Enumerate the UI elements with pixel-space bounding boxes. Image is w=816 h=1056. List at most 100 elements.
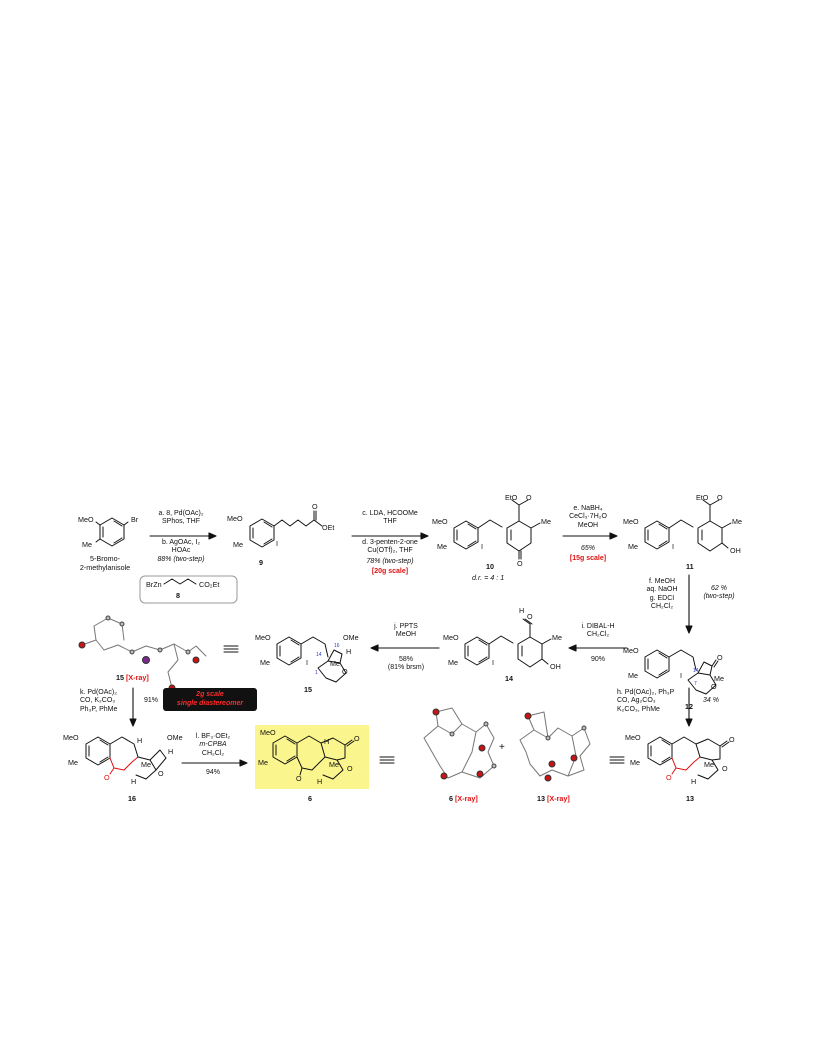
conditions-fg-line3: g. EDCI	[649, 594, 675, 602]
atom-label-o-10a: O	[526, 493, 532, 502]
conditions-fg-line4: CH₂Cl₂	[650, 603, 674, 611]
atom-label-o-6a: O	[296, 774, 302, 783]
atom-label-me-10a: Me	[541, 517, 551, 526]
atom-label-o-13c: O	[722, 764, 728, 773]
atom-label-me-15b: Me	[330, 659, 340, 668]
conditions-k-line1: k. Pd(OAc)₂	[80, 689, 117, 696]
atom-label-o-16b: O	[158, 769, 164, 778]
atom-label-me-11b: Me	[628, 542, 638, 551]
equivalence-lines	[223, 645, 625, 764]
atom-label-i-15: I	[306, 658, 308, 667]
xray-13-number: 13	[537, 794, 545, 803]
conditions-l-line2: m-CPBA	[199, 741, 227, 749]
conditions-l-yield: 94%	[205, 769, 220, 776]
atom-label-co2et: CO₂Et	[199, 580, 220, 589]
conditions-cd: c. LDA, HCOOMe THF	[347, 510, 433, 527]
xray-13-tag: [X-ray]	[547, 794, 570, 803]
atom-number-7-on-12: 7	[694, 681, 697, 687]
atom-label-me-12a: Me	[628, 671, 638, 680]
conditions-fg-yield2: (two-step)	[703, 593, 735, 601]
atom-label-o-15: O	[342, 667, 348, 676]
compound-label-16: 16	[128, 794, 136, 803]
conditions-ab-lower: b. AgOAc, I₂ HOAc 88% (two-step)	[140, 539, 222, 564]
atom-label-o-6c: O	[347, 764, 353, 773]
conditions-cd-line1: c. LDA, HCOOMe	[362, 510, 418, 517]
compound-10-dr: d.r. = 4 : 1	[472, 573, 505, 582]
conditions-e-scale: [15g scale]	[569, 555, 607, 563]
atom-label-me-15a: Me	[260, 658, 270, 667]
compound-label-8: 8	[176, 591, 180, 600]
atom-number-14-on-12: 14	[693, 668, 699, 674]
conditions-ab-line4: HOAc	[171, 547, 191, 555]
conditions-fg-yield-block: 62 % (two-step)	[694, 585, 744, 602]
conditions-ab-line1: a. 8, Pd(OAc)₂	[158, 510, 204, 517]
conditions-j-line2: MeOH	[395, 631, 417, 639]
conditions-fg-line1: f. MeOH	[648, 578, 676, 585]
conditions-h-line3: K₂CO₃, PhMe	[617, 705, 660, 713]
atom-number-1-on-15: 1	[315, 670, 318, 676]
structure-9	[249, 510, 323, 548]
atom-label-o-14: O	[527, 612, 533, 621]
conditions-i-line2: CH₂Cl₂	[586, 631, 610, 639]
compound-label-15: 15	[304, 685, 312, 694]
conditions-k-line2: CO, K₂CO₃	[80, 697, 116, 705]
atom-label-meo-16: MeO	[63, 733, 79, 742]
compound-label-14: 14	[505, 674, 513, 683]
compound-label-12: 12	[685, 702, 693, 711]
atom-label-meo-12: MeO	[623, 646, 639, 655]
structure-start-material	[95, 517, 129, 547]
atom-label-meo-10: MeO	[432, 517, 448, 526]
conditions-k: k. Pd(OAc)₂ CO, K₂CO₃ Ph₃P, PhMe	[80, 689, 130, 714]
atom-label-me-13a: Me	[630, 758, 640, 767]
xray-6-render	[423, 707, 497, 780]
atom-label-h-16a: H	[137, 736, 143, 745]
structure-12	[644, 649, 719, 695]
conditions-cd-lower: d. 3-penten-2-one Cu(OTf)₂, THF 78% (two…	[347, 539, 433, 577]
atom-number-16-on-15: 16	[334, 643, 340, 649]
atom-label-meo-9: MeO	[227, 514, 243, 523]
compound-label-10: 10	[486, 562, 494, 571]
conditions-fg-yield: 62 %	[711, 585, 727, 592]
badge-line2: single diastereomer	[176, 700, 244, 707]
atom-label-oet-9: OEt	[322, 523, 335, 532]
atom-label-me-13b: Me	[704, 760, 714, 769]
atom-label-meo-15: MeO	[255, 633, 271, 642]
conditions-e-line2: CeCl₃·7H₂O	[569, 513, 607, 521]
atom-label-o-12b: O	[717, 653, 723, 662]
structure-6	[272, 735, 355, 780]
conditions-e-lower: 65% [15g scale]	[553, 545, 623, 564]
conditions-j-yield2: (81% brsm)	[387, 664, 425, 672]
conditions-e: e. NaBH₄ CeCl₃·7H₂O MeOH	[553, 505, 623, 530]
structure-10	[453, 499, 541, 560]
structure-11	[644, 499, 732, 552]
atom-label-i-10: I	[481, 542, 483, 551]
structure-14	[464, 618, 552, 668]
atom-label-oh-14: OH	[550, 662, 561, 671]
atom-label-h-15: H	[346, 647, 352, 656]
plus-sign: +	[499, 742, 505, 753]
conditions-l-line3: CH₂Cl₂	[201, 749, 225, 757]
atom-label-i-14: I	[492, 658, 494, 667]
product-6-highlight	[255, 725, 369, 789]
atom-label-me-14a: Me	[552, 633, 562, 642]
conditions-j-yield-block: 58% (81% brsm)	[376, 656, 436, 673]
atom-label-o-6b: O	[354, 734, 360, 743]
atom-label-h-14: H	[519, 606, 525, 615]
conditions-fg: f. MeOH aq. NaOH g. EDCI CH₂Cl₂	[642, 578, 682, 612]
atom-label-ome-15: OMe	[343, 633, 359, 642]
atom-label-me-11a: Me	[732, 517, 742, 526]
atom-label-o-13b: O	[729, 735, 735, 744]
atom-label-h-6b: H	[317, 777, 323, 786]
compound-label-9: 9	[259, 558, 263, 567]
conditions-cd-line3: d. 3-penten-2-one	[362, 539, 418, 546]
conditions-h: h. Pd(OAc)₂, Ph₃P CO, Ag₂CO₃ K₂CO₃, PhMe	[617, 689, 681, 714]
compound-label-13: 13	[686, 794, 694, 803]
atom-label-o-16a: O	[104, 773, 110, 782]
conditions-e-yield: 65%	[580, 545, 595, 552]
conditions-l-line1: l. BF₃·OEt₂	[195, 733, 231, 740]
atom-label-h-13: H	[691, 777, 697, 786]
conditions-l: l. BF₃·OEt₂ m-CPBA CH₂Cl₂	[186, 733, 240, 758]
atom-label-h-6a: H	[324, 737, 330, 746]
conditions-fg-line2: aq. NaOH	[646, 586, 678, 594]
